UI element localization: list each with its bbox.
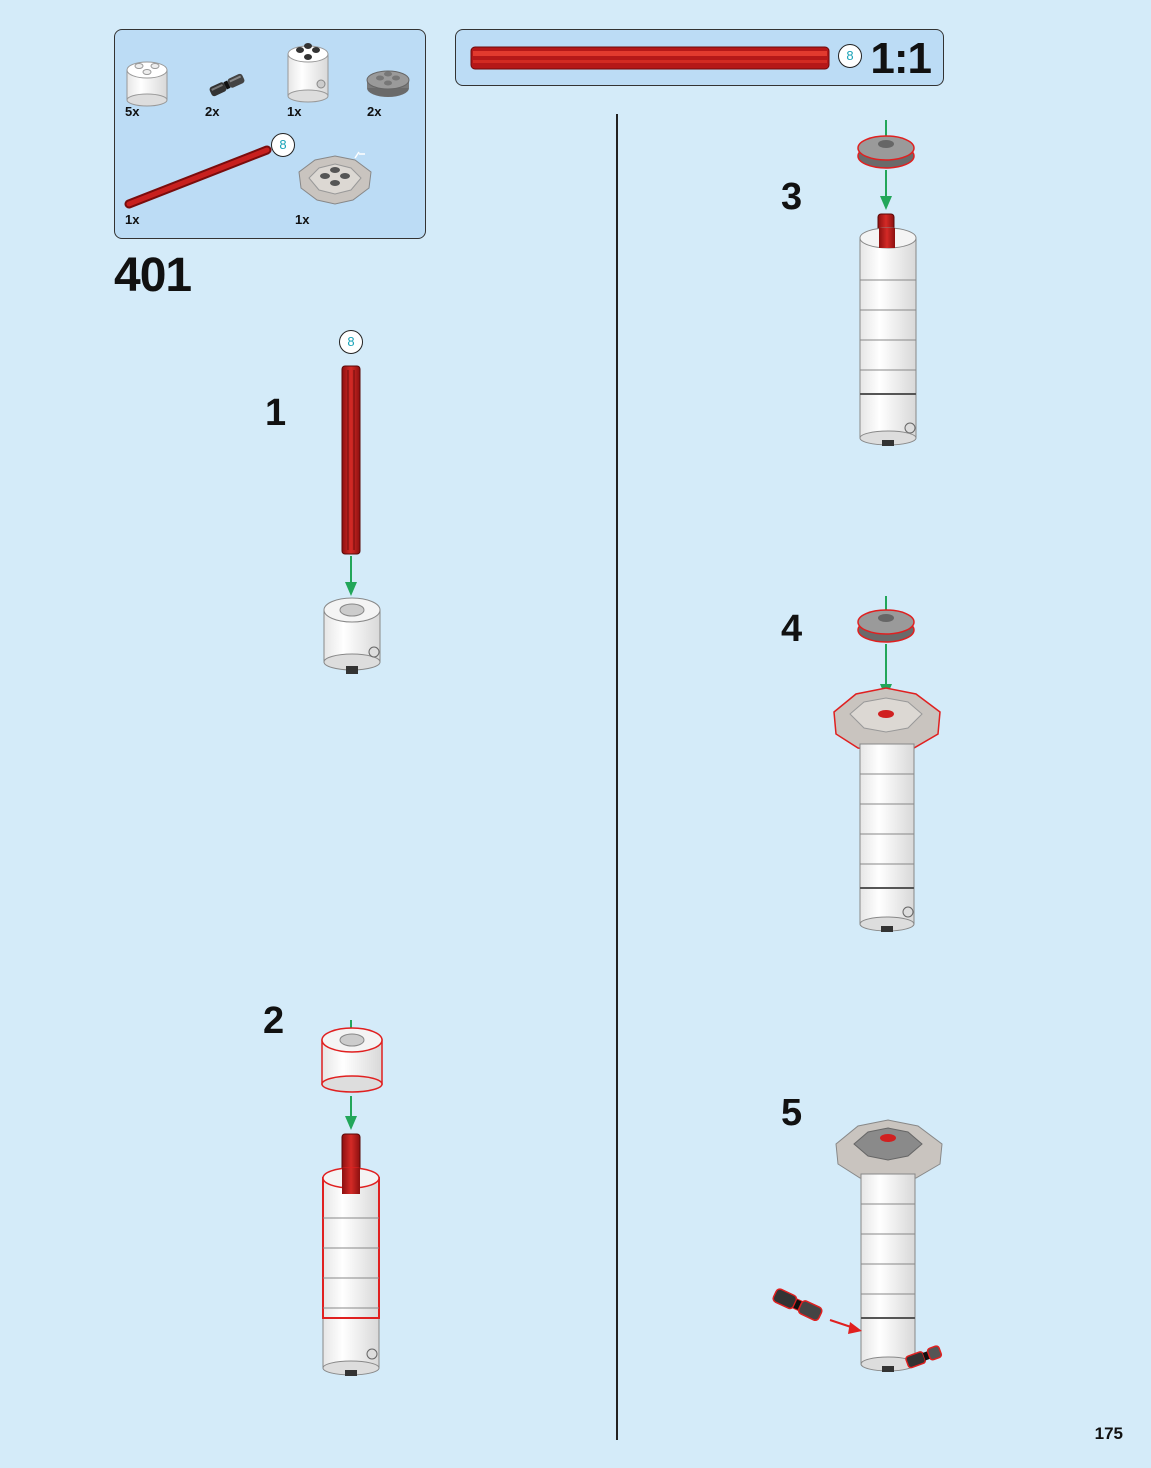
white-tall-round-brick-image bbox=[285, 40, 331, 102]
qty-label: 5x bbox=[125, 104, 139, 119]
step-number: 3 bbox=[781, 176, 802, 219]
dark-gray-round-plate-image bbox=[365, 66, 411, 100]
axle-length-badge: 8 bbox=[271, 133, 295, 157]
axle-length-badge: 8 bbox=[838, 44, 862, 68]
build-step-number: 401 bbox=[114, 248, 191, 303]
qty-label: 1x bbox=[287, 104, 301, 119]
black-pin-image bbox=[205, 70, 249, 100]
scale-reference-panel: 8 1:1 bbox=[455, 29, 944, 86]
qty-label: 1x bbox=[125, 212, 139, 227]
step-3-illustration bbox=[852, 118, 952, 463]
step-5-illustration bbox=[766, 1116, 956, 1381]
scale-label: 1:1 bbox=[870, 34, 931, 84]
step-number: 4 bbox=[781, 608, 802, 651]
qty-label: 1x bbox=[295, 212, 309, 227]
column-divider bbox=[616, 114, 618, 1440]
qty-label: 2x bbox=[205, 104, 219, 119]
step-number: 2 bbox=[263, 1000, 284, 1043]
step-number: 1 bbox=[265, 392, 286, 435]
qty-label: 2x bbox=[367, 104, 381, 119]
red-axle-image bbox=[123, 142, 273, 212]
step-1-illustration bbox=[310, 360, 390, 680]
white-round-brick-image bbox=[123, 56, 171, 106]
parts-list-panel: 5x 2x 1x 2x 8 1x bbox=[114, 29, 426, 239]
step-2-illustration bbox=[310, 1018, 400, 1378]
page-number: 175 bbox=[1095, 1424, 1123, 1444]
axle-scale-image bbox=[470, 44, 832, 72]
step-4-illustration bbox=[830, 594, 950, 944]
axle-length-badge: 8 bbox=[339, 330, 363, 354]
gear-plate-image bbox=[293, 150, 377, 210]
